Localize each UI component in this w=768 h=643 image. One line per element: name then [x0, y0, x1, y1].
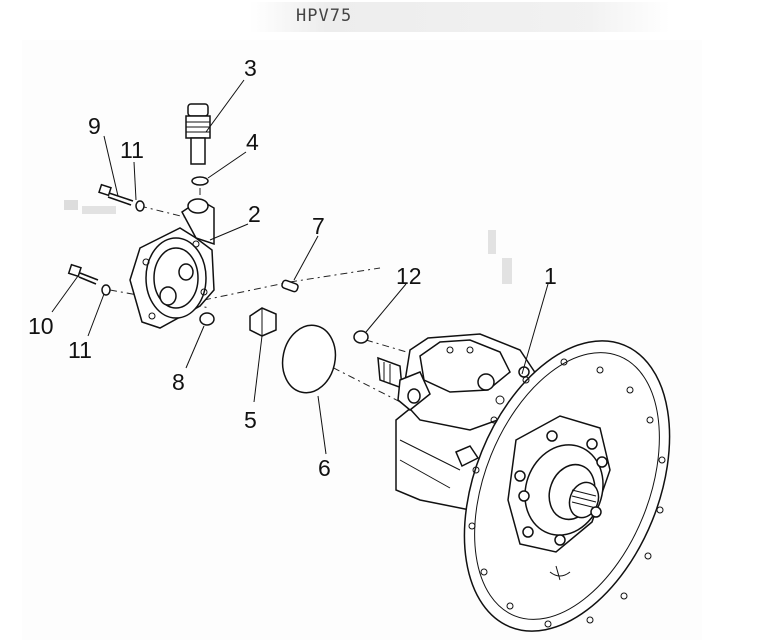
callout-5: 5: [244, 407, 257, 433]
callout-1: 1: [544, 263, 557, 289]
callout-9: 9: [88, 113, 101, 139]
part-4-o-ring: [191, 176, 209, 186]
callout-11-lower: 11: [68, 337, 92, 363]
part-12-o-ring: [353, 330, 369, 344]
leader-lines: [51, 79, 549, 455]
callout-2: 2: [248, 201, 261, 227]
diagram-title: HPV75: [296, 6, 353, 26]
part-10-bolt: [67, 263, 99, 285]
part-11-washer-lower: [101, 284, 111, 296]
part-5-block: [249, 307, 277, 337]
callout-7: 7: [312, 213, 325, 239]
callout-10: 10: [28, 313, 54, 339]
part-3-plug: [185, 103, 211, 165]
part-2-cover: [129, 198, 215, 329]
callout-11-upper: 11: [120, 137, 144, 163]
callout-8: 8: [172, 369, 185, 395]
part-9-bolt: [98, 183, 134, 206]
scan-smudges: [64, 200, 512, 284]
callout-6: 6: [318, 455, 331, 481]
part-7-pin: [281, 279, 299, 293]
part-6-large-o-ring: [281, 324, 337, 394]
callout-12: 12: [396, 263, 422, 289]
callout-3: 3: [244, 55, 257, 81]
part-11-washer-upper: [135, 200, 145, 212]
callout-4: 4: [246, 129, 259, 155]
title-background: [250, 2, 670, 32]
part-8-o-ring: [199, 312, 215, 326]
part-1-pump-assembly: [377, 333, 671, 632]
